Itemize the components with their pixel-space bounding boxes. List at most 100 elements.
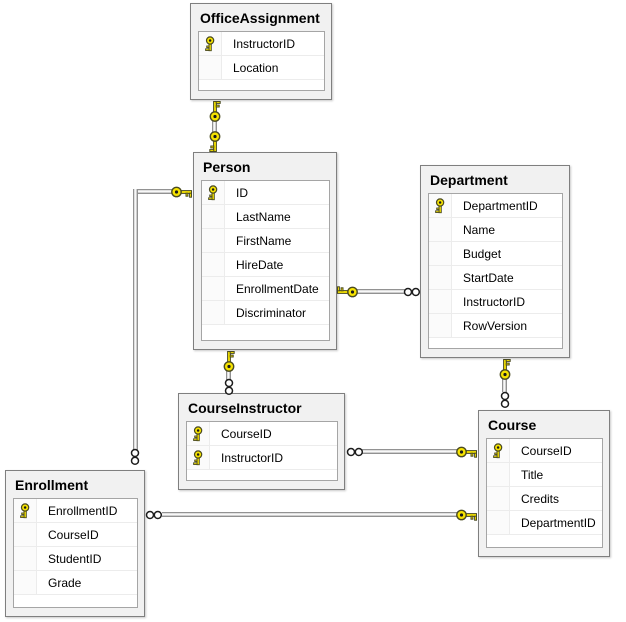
column-name: Grade (48, 575, 82, 590)
blank-icon-cell (14, 523, 37, 546)
column-name: StartDate (463, 270, 514, 285)
key-end-icon (336, 285, 358, 299)
column-name: InstructorID (463, 294, 526, 309)
blank-icon-cell (14, 547, 37, 570)
key-end-icon (222, 350, 236, 372)
blank-icon-cell (199, 56, 222, 79)
blank-icon-cell (429, 266, 452, 289)
column-name: Location (233, 60, 279, 75)
column-name: InstructorID (233, 36, 296, 51)
table-title[interactable]: Person (203, 159, 251, 175)
column-row[interactable]: CourseID (187, 422, 337, 446)
table-title[interactable]: OfficeAssignment (200, 10, 320, 26)
infinity-end-icon (346, 447, 364, 457)
primary-key-icon (202, 181, 225, 204)
column-row[interactable]: DepartmentID (429, 194, 562, 218)
relationship-enrollment-course[interactable] (162, 512, 460, 517)
column-row[interactable]: EnrollmentID (14, 499, 137, 523)
blank-icon-cell (429, 242, 452, 265)
column-name: EnrollmentDate (236, 281, 319, 296)
column-row[interactable]: Location (199, 56, 324, 80)
relationship-person-department[interactable] (355, 289, 405, 294)
infinity-end-icon (224, 378, 234, 396)
column-row[interactable]: Discriminator (202, 301, 329, 325)
column-name: DepartmentID (521, 515, 596, 530)
column-row[interactable]: InstructorID (429, 290, 562, 314)
blank-icon-cell (202, 301, 225, 324)
blank-icon-cell (202, 277, 225, 300)
blank-icon-cell (202, 229, 225, 252)
infinity-end-icon (145, 510, 163, 520)
column-row[interactable]: Budget (429, 242, 562, 266)
column-row[interactable]: RowVersion (429, 314, 562, 338)
column-row[interactable]: CourseID (14, 523, 137, 547)
relationship-enrollment-person[interactable] (133, 189, 138, 450)
column-name: RowVersion (463, 318, 528, 333)
column-name: LastName (236, 209, 291, 224)
column-row[interactable]: Title (487, 463, 602, 487)
infinity-end-icon (500, 391, 510, 409)
primary-key-icon (199, 32, 222, 55)
key-end-icon (208, 100, 222, 122)
column-row[interactable]: Name (429, 218, 562, 242)
relationship-enrollment-person[interactable] (133, 189, 173, 194)
table-title[interactable]: CourseInstructor (188, 400, 302, 416)
column-row[interactable]: StudentID (14, 547, 137, 571)
blank-icon-cell (202, 253, 225, 276)
column-row[interactable]: DepartmentID (487, 511, 602, 535)
column-name: FirstName (236, 233, 292, 248)
column-name: InstructorID (221, 450, 284, 465)
column-row[interactable]: FirstName (202, 229, 329, 253)
relationship-person-courseinstructor[interactable] (226, 368, 231, 380)
column-name: CourseID (48, 527, 99, 542)
column-name: Name (463, 222, 496, 237)
column-name: DepartmentID (463, 198, 538, 213)
column-name: CourseID (221, 426, 272, 441)
column-row[interactable]: Credits (487, 487, 602, 511)
column-row[interactable]: InstructorID (199, 32, 324, 56)
column-name: HireDate (236, 257, 284, 272)
blank-icon-cell (487, 463, 510, 486)
column-row[interactable]: LastName (202, 205, 329, 229)
column-grid: EnrollmentID CourseID StudentID Grade (13, 498, 138, 608)
column-row[interactable]: StartDate (429, 266, 562, 290)
column-row[interactable]: EnrollmentDate (202, 277, 329, 301)
column-row[interactable]: ID (202, 181, 329, 205)
column-row[interactable]: CourseID (487, 439, 602, 463)
column-row[interactable]: Grade (14, 571, 137, 595)
relationship-courseinstructor-course[interactable] (362, 449, 460, 454)
column-row[interactable]: InstructorID (187, 446, 337, 470)
blank-icon-cell (202, 205, 225, 228)
column-name: StudentID (48, 551, 102, 566)
table-title[interactable]: Department (430, 172, 508, 188)
column-name: EnrollmentID (48, 503, 118, 518)
primary-key-icon (487, 439, 510, 462)
key-end-icon (456, 508, 478, 522)
blank-icon-cell (487, 511, 510, 534)
relationship-officeassignment-person[interactable] (212, 119, 217, 136)
primary-key-icon (187, 446, 210, 469)
infinity-end-icon (130, 448, 140, 466)
column-row[interactable]: HireDate (202, 253, 329, 277)
table-title[interactable]: Enrollment (15, 477, 89, 493)
relationship-department-course[interactable] (502, 376, 507, 392)
key-end-icon (208, 131, 222, 153)
infinity-end-icon (403, 287, 421, 297)
blank-icon-cell (487, 487, 510, 510)
key-end-icon (498, 358, 512, 380)
column-name: Budget (463, 246, 502, 261)
primary-key-icon (187, 422, 210, 445)
column-name: Title (521, 467, 544, 482)
column-name: Credits (521, 491, 560, 506)
table-title[interactable]: Course (488, 417, 537, 433)
